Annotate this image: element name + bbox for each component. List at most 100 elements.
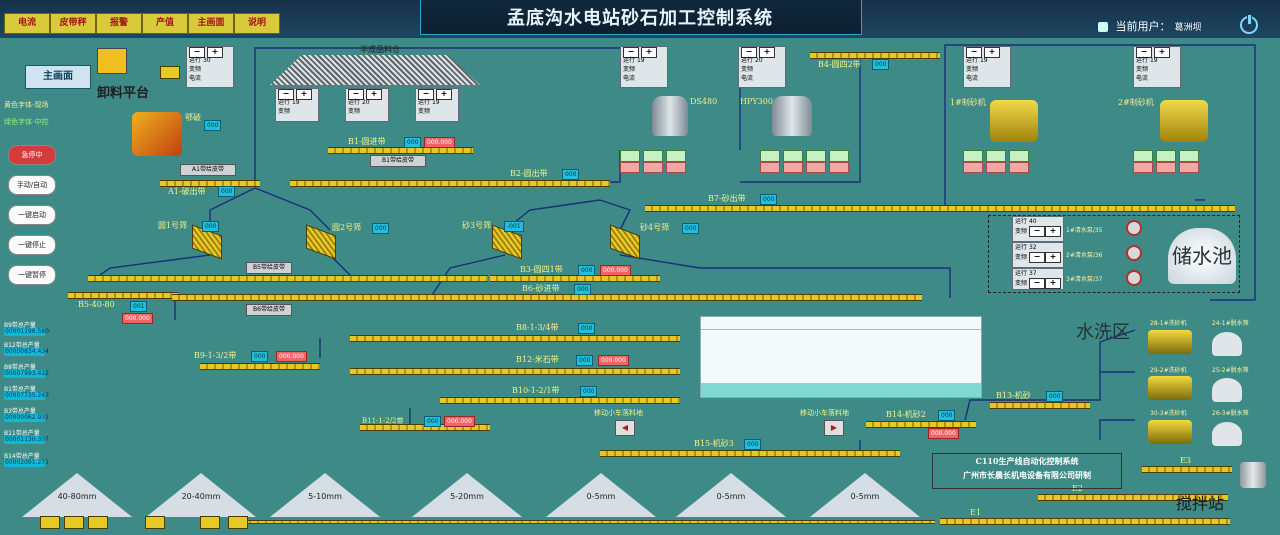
- vfd-label: 变频: [1015, 228, 1028, 235]
- decrease-button[interactable]: −: [1028, 278, 1045, 289]
- increase-button[interactable]: +: [1044, 278, 1061, 289]
- increase-button[interactable]: +: [1044, 252, 1061, 263]
- belt-label: B1-圆进带: [348, 137, 386, 146]
- nav-help-button[interactable]: 说明: [234, 13, 280, 34]
- nav-output-button[interactable]: 产值: [142, 13, 188, 34]
- emergency-stop-button[interactable]: 急停中: [8, 145, 56, 165]
- current-label: 电流: [623, 75, 636, 82]
- ds480-label: DS480: [690, 97, 718, 106]
- belt-value: 000: [424, 416, 442, 427]
- vsi2-control-panel: − + 运行 19 变频 电流: [1133, 46, 1181, 88]
- unload-platform-label: 卸料平台: [97, 86, 150, 101]
- run-label: 运行: [348, 99, 361, 106]
- feeder-control-panel: − + 运行 30 变频 电流: [186, 46, 234, 88]
- production-value: 00007735.243: [4, 392, 49, 400]
- wash-label: 24-1#脱水筛: [1212, 320, 1249, 327]
- belt-label: B5-40-80: [78, 300, 115, 309]
- decrease-button[interactable]: −: [1028, 226, 1045, 237]
- one-key-stop-button[interactable]: 一键停止: [8, 235, 56, 255]
- vfd-label: 变频: [741, 66, 754, 73]
- run-label: 运行: [1015, 244, 1028, 251]
- belt-weight-value: 000.000: [600, 265, 631, 276]
- status-box: [806, 150, 826, 162]
- run-label: 运行: [189, 57, 202, 64]
- screen-label: 圆2号筛: [332, 223, 362, 232]
- belt-b14: [866, 421, 976, 428]
- nav-belt-scale-button[interactable]: 皮带秤: [50, 13, 96, 34]
- increase-button[interactable]: +: [758, 47, 775, 58]
- decrease-button[interactable]: −: [1028, 252, 1045, 263]
- alarm-box: [986, 162, 1006, 173]
- belt-value: 000: [744, 439, 762, 450]
- run-value: 19: [1149, 57, 1158, 64]
- water-pump-icon[interactable]: [1126, 245, 1142, 261]
- vfd-label: 变频: [348, 108, 361, 115]
- alarm-box: [643, 162, 663, 173]
- production-label: B9带总产量: [4, 322, 36, 329]
- table-footer: [701, 383, 981, 397]
- status-box: [643, 150, 663, 162]
- nav-alarm-button[interactable]: 报警: [96, 13, 142, 34]
- vfd-label: 变频: [1136, 66, 1149, 73]
- truck-icon: [97, 48, 127, 74]
- production-value: 00001196.580: [4, 328, 49, 336]
- run-label: 运行: [741, 57, 754, 64]
- belt-value: 000: [218, 186, 236, 197]
- increase-button[interactable]: +: [365, 89, 382, 100]
- data-table-panel[interactable]: [700, 316, 982, 398]
- pile-label: 0-5mm: [586, 492, 616, 501]
- feeder-icon: [145, 516, 165, 529]
- nav-current-button[interactable]: 电流: [4, 13, 50, 34]
- main-screen-button[interactable]: 主画面: [25, 65, 91, 89]
- belt-weight-value: 000.000: [928, 428, 959, 439]
- belt-label: E1: [970, 508, 981, 517]
- vfd-label: 变频: [418, 108, 431, 115]
- belt-label: B10-1-2/1带: [512, 386, 560, 395]
- increase-button[interactable]: +: [1044, 226, 1061, 237]
- vfd-label: 变频: [1015, 280, 1028, 287]
- stockpile-cone: [546, 473, 656, 517]
- production-value: 00000062.931: [4, 414, 49, 422]
- alarm-box: [963, 162, 983, 173]
- move-left-button[interactable]: ◀: [615, 420, 635, 436]
- manual-auto-button[interactable]: 手动/自动: [8, 175, 56, 195]
- vfd-label: 变频: [623, 66, 636, 73]
- one-key-start-button[interactable]: 一键启动: [8, 205, 56, 225]
- run-value: 37: [1028, 270, 1037, 277]
- run-value: 19: [979, 57, 988, 64]
- production-label: B1带总产量: [4, 386, 36, 393]
- increase-button[interactable]: +: [1153, 47, 1170, 58]
- water-pump-icon[interactable]: [1126, 220, 1142, 236]
- increase-button[interactable]: +: [640, 47, 657, 58]
- feeder-icon: [200, 516, 220, 529]
- move-right-button[interactable]: ▶: [824, 420, 844, 436]
- increase-button[interactable]: +: [206, 47, 223, 58]
- sand-washer-icon: [1148, 420, 1192, 444]
- alarm-box: [760, 162, 780, 173]
- water-tank: 储水池: [1168, 228, 1236, 284]
- belt-label: B14-机砂2: [886, 410, 926, 419]
- belt-value: 000: [1046, 391, 1064, 402]
- vsi1-control-panel: − + 运行 19 变频 电流: [963, 46, 1011, 88]
- stockpile-control-1: − + 运行 19 变频: [275, 88, 319, 122]
- current-label: 电流: [189, 75, 202, 82]
- increase-button[interactable]: +: [295, 89, 312, 100]
- run-value: 30: [202, 57, 211, 64]
- nav-main-screen-button[interactable]: 主画面: [188, 13, 234, 34]
- belt-label: B2-圆出带: [510, 169, 548, 178]
- stockpile-cone: [412, 473, 522, 517]
- pump-control-3: 运行 37 变频 −+: [1012, 268, 1064, 290]
- status-box: [963, 150, 983, 162]
- user-icon: [1098, 22, 1108, 32]
- increase-button[interactable]: +: [983, 47, 1000, 58]
- screen-label: 圆1号筛: [158, 221, 188, 230]
- feeder-icon: [88, 516, 108, 529]
- stockpile-cone: [146, 473, 256, 517]
- power-icon[interactable]: [1240, 14, 1258, 34]
- run-label: 运行: [1015, 270, 1028, 277]
- screen-value: -001: [504, 221, 524, 232]
- one-key-pause-button[interactable]: 一键暂停: [8, 265, 56, 285]
- water-pump-icon[interactable]: [1126, 270, 1142, 286]
- belt-label: B9-1-3/2带: [194, 351, 237, 360]
- increase-button[interactable]: +: [435, 89, 452, 100]
